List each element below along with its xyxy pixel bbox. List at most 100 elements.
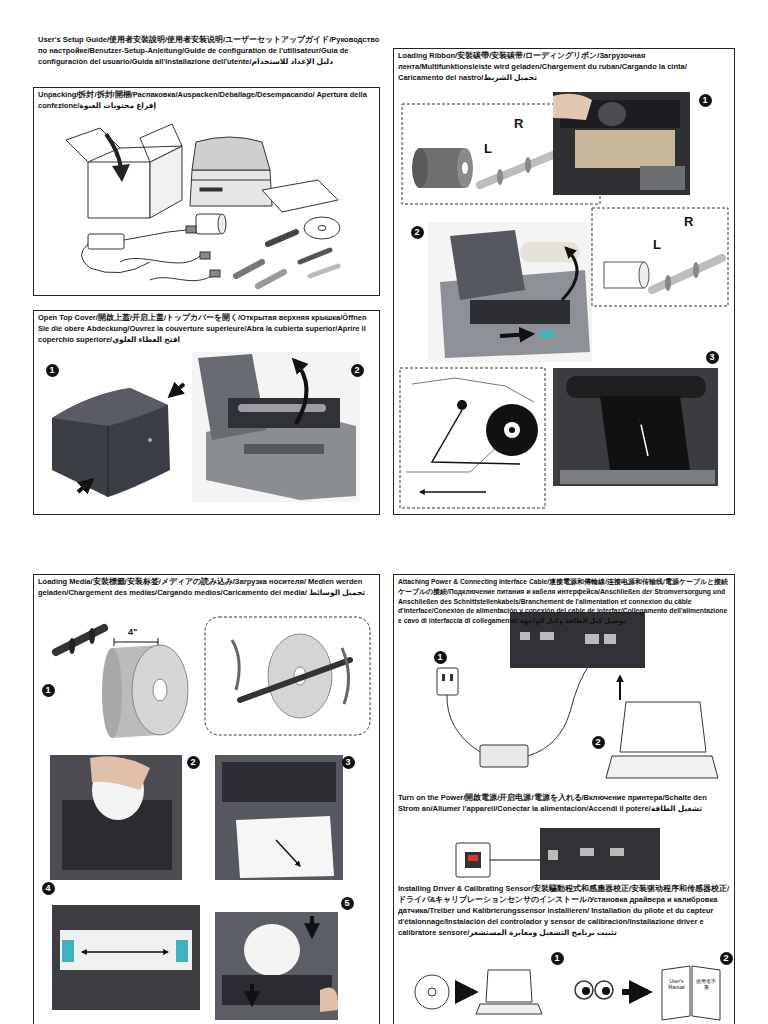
unpacking-illustration [318,226,326,231]
callout-number: 1 [699,94,712,107]
unpacking-illustration [190,170,272,206]
media-illustration [222,975,332,1005]
ribbon-illustration [562,248,577,300]
callout-number: 2 [720,952,733,965]
step-panel: Attaching Power & Connecting Interface C… [393,574,735,1024]
power-illustration [585,634,599,644]
unpacking-illustration [88,162,150,218]
unpacking-illustration [236,262,262,276]
media-illustration [69,638,75,654]
panel-heading: Unpacking/拆封/拆封/開梱/Распаковка/Auspacken/… [38,90,375,112]
unpacking-illustration [140,124,182,162]
ribbon-illustration [462,162,468,174]
callout-number: 3 [342,756,355,769]
ribbon-illustration [457,400,467,410]
unpacking-illustration [120,256,200,263]
media-illustration [176,940,188,962]
media-illustration [215,912,338,1020]
ribbon-illustration [598,102,626,126]
unpacking-illustration [310,266,338,276]
ribbon-illustration [604,262,644,288]
ribbon-illustration [500,334,532,336]
ribbon-illustration [525,157,531,173]
media-illustration [50,755,182,880]
power-illustration [602,987,610,995]
ribbon-illustration [566,376,706,398]
panel-heading: Loading Ribbon/安裝碳帶/安装碳带/ローディングリボン/Загру… [398,51,730,84]
media-illustration [236,816,334,878]
power-illustration [437,668,458,695]
ribbon-illustration [470,300,570,324]
open-cover-illustration [78,480,92,492]
callout-number: 4 [42,882,55,895]
callout-number: 1 [551,952,564,965]
open-cover-illustration [244,444,324,454]
power-illustration [456,843,490,877]
unpacking-illustration [120,146,182,148]
power-illustration [486,970,532,1002]
unpacking-illustration [106,134,121,168]
step-panel: Loading Ribbon/安裝碳帶/安装碳带/ローディングリボン/Загру… [393,48,735,515]
book-cover-text: 使用者手冊 [694,978,718,990]
media-illustration [60,930,192,970]
guide-title: User's Setup Guide/使用者安裝說明/使用者安装说明/ユーザーセ… [38,35,380,68]
ribbon-illustration [400,92,728,508]
power-illustration [476,1004,542,1014]
book-cover-text: User's Manual [664,978,689,990]
power-illustration [595,981,613,999]
callout-number: 1 [42,684,55,697]
part-letter: L [484,141,492,156]
media-illustration [114,642,158,643]
power-illustration [619,676,621,700]
ribbon-illustration [428,222,592,362]
ribbon-illustration [509,427,515,433]
media-illustration [244,924,300,976]
callout-number: 5 [341,897,354,910]
media-illustration [232,640,239,690]
open-cover-illustration [228,398,340,428]
open-cover-illustration [52,352,360,502]
ribbon-illustration [640,420,648,456]
ribbon-illustration [592,208,728,306]
panel-heading: Loading Media/安裝標籤/安装标签/メディアの読み込み/Загруз… [38,577,375,599]
unpacking-illustration [268,232,296,244]
open-cover-illustration [294,360,307,424]
power-illustration [692,966,720,1020]
callout-number: 2 [187,756,200,769]
power-illustration [468,855,478,861]
power-illustration [520,632,530,640]
power-illustration [662,966,690,1020]
open-cover-illustration [52,388,170,497]
media-illustration [240,660,350,700]
ribbon-illustration [497,169,503,185]
open-cover-illustration [170,384,184,396]
power-illustration [455,989,474,995]
ribbon-illustration [560,470,715,484]
power-illustration [604,634,616,644]
ribbon-illustration [480,150,565,185]
ribbon-illustration [450,230,525,300]
media-illustration [102,648,122,738]
dimension-label: 4" [128,627,137,637]
unpacking-illustration [300,250,330,262]
ribbon-illustration [652,258,722,290]
ribbon-illustration [412,378,534,402]
power-illustration [465,852,481,868]
callout-number: 3 [706,351,719,364]
ribbon-illustration [640,166,685,190]
media-illustration [222,762,336,802]
media-illustration [62,940,74,962]
panel-heading: Installing Driver & Calibrating Sensor/安… [398,884,730,938]
open-cover-illustration [238,404,326,412]
panel-heading: Open Top Cover/開啟上蓋/开启上盖/トップカバーを開く/Откры… [38,313,375,346]
unpacking-illustration [192,137,270,170]
open-cover-illustration [52,388,168,426]
unpacking-illustration [210,270,220,277]
part-letter: L [653,237,661,252]
media-illustration [310,916,314,936]
media-illustration [90,756,150,790]
media-illustration [215,755,343,880]
ribbon-illustration [486,404,538,456]
media-illustration [114,638,115,646]
open-cover-illustration [148,438,152,442]
